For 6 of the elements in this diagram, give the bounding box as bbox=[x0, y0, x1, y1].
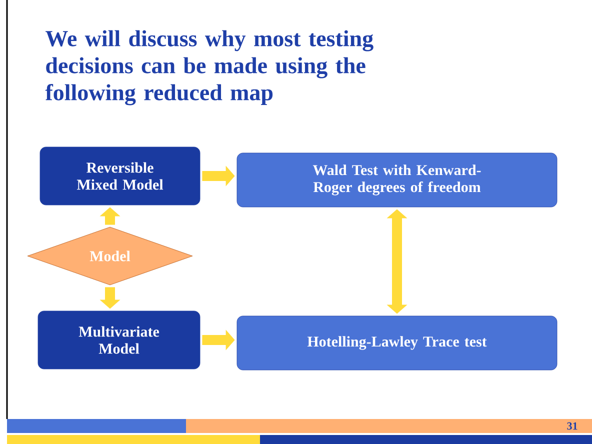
process-box: Multivariate Model bbox=[38, 310, 200, 370]
page-number: 31 bbox=[567, 422, 578, 430]
slide-title: We will discuss why most testing decisions can be made using the following reduced map bbox=[45, 30, 374, 106]
process-box: Hotelling-Lawley Trace test bbox=[236, 316, 558, 370]
process-box: Wald Test with Kenward-Roger degrees of freedom bbox=[236, 152, 558, 208]
process-box: Reversible Mixed Model bbox=[40, 146, 200, 206]
